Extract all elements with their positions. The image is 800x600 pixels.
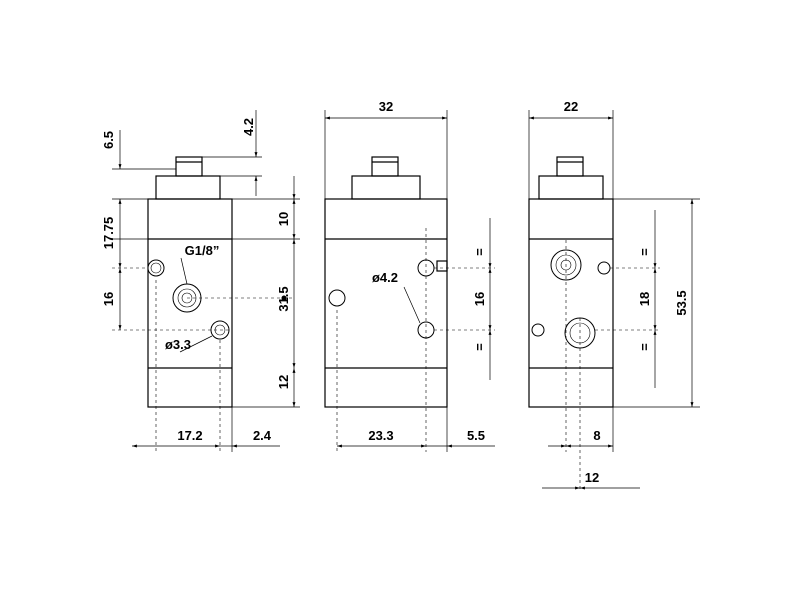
right-eq-top: = bbox=[637, 248, 652, 256]
left-port-label: G1/8” bbox=[185, 243, 220, 258]
right-eq-bottom: = bbox=[637, 343, 652, 351]
center-notch bbox=[436, 260, 448, 272]
left-plunger bbox=[175, 156, 203, 177]
center-dim-32: 32 bbox=[379, 99, 393, 114]
center-eq-bottom: = bbox=[472, 343, 487, 351]
center-dim-23-3: 23.3 bbox=[368, 428, 393, 443]
center-dim-16: 16 bbox=[472, 292, 487, 306]
center-dim-5-5: 5.5 bbox=[467, 428, 485, 443]
right-body bbox=[528, 198, 614, 408]
right-dim-53-5: 53.5 bbox=[674, 290, 689, 315]
center-hole-label: ø4.2 bbox=[372, 270, 398, 285]
right-dim-22: 22 bbox=[564, 99, 578, 114]
center-eq-top: = bbox=[472, 248, 487, 256]
right-view: 22 53.5 18 = = 8 12 bbox=[528, 99, 700, 492]
left-view: 6.5 4.2 17.75 16 17.2 2.4 G1/8” ø3.3 bbox=[101, 110, 295, 452]
center-actuator-base bbox=[351, 175, 421, 200]
center-dim-12: 12 bbox=[276, 375, 291, 389]
left-dim-17-2: 17.2 bbox=[177, 428, 202, 443]
left-dim-4-2: 4.2 bbox=[241, 118, 256, 136]
left-hole-label: ø3.3 bbox=[165, 337, 191, 352]
left-dim-17-75: 17.75 bbox=[101, 217, 116, 250]
center-dim-31-5: 31.5 bbox=[276, 286, 291, 311]
right-dim-12: 12 bbox=[585, 470, 599, 485]
left-dim-2-4: 2.4 bbox=[253, 428, 272, 443]
center-dim-10: 10 bbox=[276, 212, 291, 226]
center-view: 32 10 31.5 12 23.3 5.5 16 = = ø4.2 bbox=[232, 99, 495, 452]
left-dim-16: 16 bbox=[101, 292, 116, 306]
right-small-hole-bottom bbox=[531, 323, 545, 337]
left-small-hole-top bbox=[147, 259, 165, 277]
center-hole-top bbox=[417, 259, 435, 277]
right-actuator-base bbox=[538, 175, 604, 200]
right-plunger bbox=[556, 156, 584, 177]
right-small-hole-top bbox=[597, 261, 611, 275]
center-hole-left bbox=[328, 289, 346, 307]
right-dim-18: 18 bbox=[637, 292, 652, 306]
left-dim-6-5: 6.5 bbox=[101, 131, 116, 149]
left-actuator-base bbox=[155, 175, 221, 200]
right-dim-8: 8 bbox=[593, 428, 600, 443]
center-plunger bbox=[371, 156, 399, 177]
